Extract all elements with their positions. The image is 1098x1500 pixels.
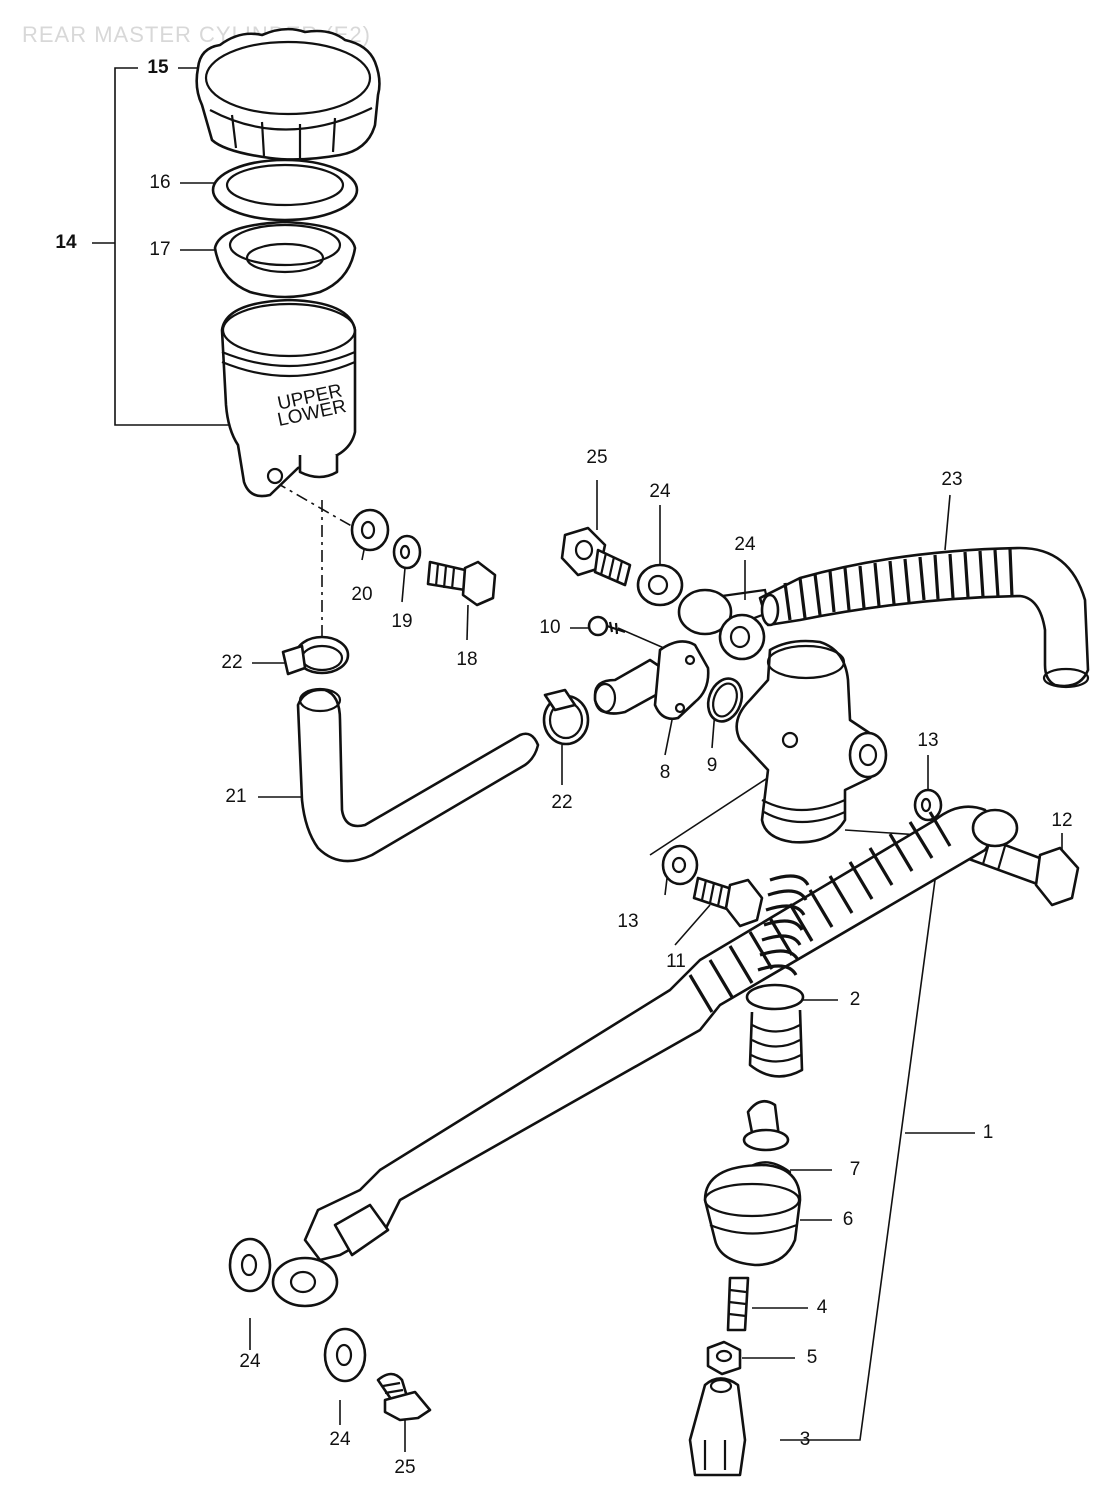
- callout-7: 7: [850, 1159, 861, 1180]
- callout-1: 1: [983, 1122, 994, 1143]
- callout-24-bottom-a: 24: [239, 1351, 261, 1372]
- callout-23: 23: [941, 469, 962, 490]
- callout-25-bottom: 25: [394, 1457, 415, 1478]
- callout-15: 15: [147, 57, 169, 78]
- washer-13-left: [661, 844, 699, 886]
- callout-13-left: 13: [617, 911, 638, 932]
- callout-4: 4: [817, 1297, 828, 1318]
- clevis-3: [688, 1377, 747, 1477]
- callout-2: 2: [850, 989, 861, 1010]
- reservoir-hose: [296, 687, 540, 863]
- banjo-bolt-bottom: [376, 1372, 432, 1422]
- copper-washer-bottom-a: [228, 1237, 272, 1293]
- bolt-11: [692, 876, 764, 928]
- callout-21: 21: [225, 786, 246, 807]
- callout-10: 10: [539, 617, 560, 638]
- callout-14: 14: [55, 232, 77, 253]
- washer-20: [350, 508, 390, 552]
- copper-washer-top-a: [636, 563, 684, 607]
- reservoir-diaphragm: [213, 220, 357, 299]
- callout-3: 3: [800, 1429, 811, 1450]
- master-cylinder-body: [735, 639, 888, 844]
- lock-washer-19: [392, 534, 422, 570]
- callout-25-top: 25: [586, 447, 607, 468]
- callout-8: 8: [660, 762, 671, 783]
- callout-11: 11: [666, 951, 686, 972]
- callout-16: 16: [149, 172, 170, 193]
- bolt-18: [426, 560, 497, 607]
- callout-6: 6: [843, 1209, 854, 1230]
- copper-washer-top-b: [718, 613, 766, 661]
- callout-5: 5: [807, 1347, 818, 1368]
- callout-17: 17: [149, 239, 170, 260]
- callout-20: 20: [351, 584, 372, 605]
- reservoir-cap: [195, 27, 381, 161]
- callout-13-right: 13: [917, 730, 938, 751]
- callout-22-mid: 22: [551, 792, 572, 813]
- callout-12: 12: [1051, 810, 1072, 831]
- callout-9: 9: [707, 755, 718, 776]
- washer-13-right: [913, 788, 943, 822]
- callout-24-top-a: 24: [649, 481, 671, 502]
- callout-24-bottom-b: 24: [329, 1429, 351, 1450]
- callout-24-top-b: 24: [734, 534, 756, 555]
- callout-labels: 15 16 17 14 20 19 18 22 21 22 10 8 9 25 …: [55, 57, 1072, 1478]
- main-brake-hose: [271, 805, 1019, 1308]
- copper-washer-bottom-b: [323, 1327, 367, 1383]
- callout-18: 18: [456, 649, 477, 670]
- hose-clamp-mid: [542, 688, 590, 746]
- connector-8: [593, 640, 710, 720]
- o-ring-9: [706, 677, 744, 723]
- brake-hose-23: [758, 546, 1090, 689]
- callout-22-top: 22: [221, 652, 242, 673]
- reservoir-tank: UPPER LOWER: [220, 298, 357, 498]
- callout-19: 19: [391, 611, 412, 632]
- screw-10: [587, 615, 626, 637]
- banjo-bolt-top: [560, 526, 632, 587]
- hose-clamp-top: [281, 635, 350, 676]
- spring-2: [745, 874, 810, 1078]
- reservoir-seal: [211, 158, 359, 222]
- nut-5: [706, 1340, 742, 1376]
- push-rod-assembly: [703, 1100, 802, 1332]
